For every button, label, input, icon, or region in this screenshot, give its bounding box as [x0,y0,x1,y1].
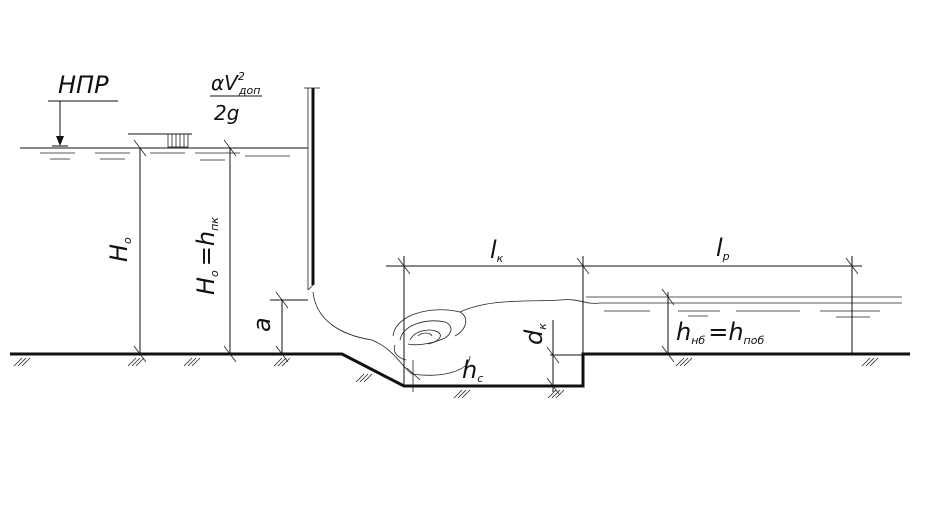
hc-dimension [406,360,421,392]
h0-label: Ho [105,237,134,262]
sluice-gate [304,87,320,291]
dk-dimension [546,320,583,395]
gate-opening-label: a [248,317,276,332]
lp-dimension [583,256,862,354]
hc-label: hc [462,356,483,385]
downstream-water-surface [604,310,880,318]
velocity-head-denominator: 2g [214,101,239,125]
h0-dimension [133,139,147,363]
dk-label: dк [520,323,549,345]
channel-bed [10,352,910,388]
npr-marker [48,100,118,147]
upstream-water-surface [20,147,308,161]
hnb-dimension [661,288,675,363]
ground-hatching [13,357,879,399]
hnb-hpob-label: hнб=hпоб [676,318,764,347]
npr-label: НПР [58,71,109,99]
jet-and-roller [312,291,902,376]
lp-label: lр [716,234,730,263]
velocity-head-marker [128,95,262,148]
h0-hpk-dimension [223,139,237,363]
lk-dimension [386,256,590,386]
h0-hpk-label: Ho=hпк [192,217,221,295]
lk-label: lк [490,236,504,265]
